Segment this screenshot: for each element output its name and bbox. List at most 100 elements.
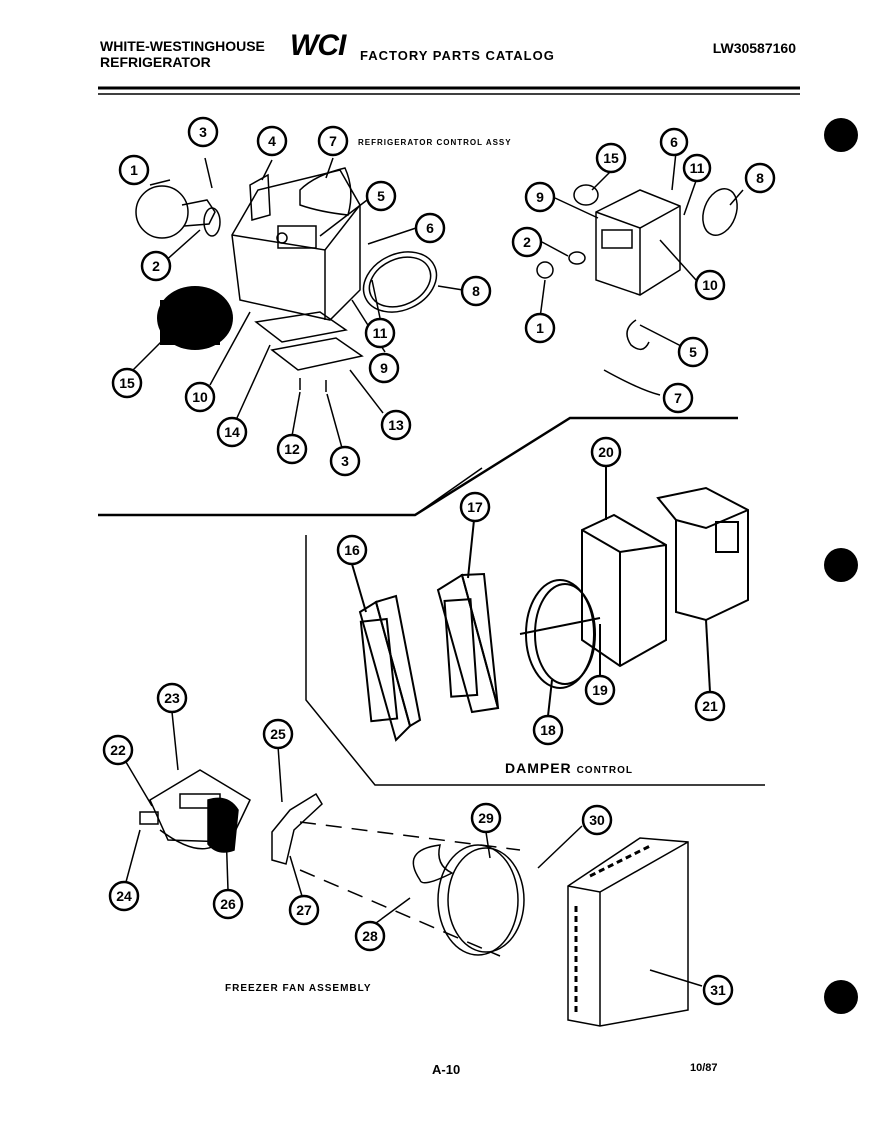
svg-text:23: 23	[164, 690, 180, 706]
catalog-title: FACTORY PARTS CATALOG	[360, 48, 555, 63]
svg-text:11: 11	[373, 325, 388, 341]
callout-27: 27	[288, 894, 320, 926]
svg-text:8: 8	[472, 283, 480, 299]
callout-r9: 9	[524, 181, 556, 213]
damper-control-assembly	[351, 466, 749, 742]
svg-text:12: 12	[284, 441, 300, 457]
svg-text:15: 15	[603, 150, 619, 166]
callout-3b: 3	[329, 445, 361, 477]
callout-17: 17	[459, 491, 491, 523]
callout-5: 5	[365, 180, 397, 212]
svg-text:9: 9	[380, 360, 388, 376]
brand-line-2: REFRIGERATOR	[100, 54, 211, 70]
svg-text:27: 27	[296, 902, 312, 918]
caption-freezer-fan: FREEZER FAN ASSEMBLY	[225, 983, 372, 994]
svg-text:2: 2	[523, 234, 531, 250]
callout-r5: 5	[677, 336, 709, 368]
svg-text:5: 5	[377, 188, 385, 204]
callout-r8: 8	[744, 162, 776, 194]
callout-29: 29	[470, 802, 502, 834]
callout-r7: 7	[662, 382, 694, 414]
svg-text:10: 10	[702, 277, 718, 293]
callout-4: 4	[256, 125, 288, 157]
section-dividers	[98, 416, 765, 786]
svg-text:21: 21	[702, 698, 718, 714]
svg-text:5: 5	[689, 344, 697, 360]
svg-text:6: 6	[670, 134, 678, 150]
svg-text:31: 31	[710, 982, 726, 998]
alternate-control-assembly	[536, 151, 744, 396]
callout-26: 26	[212, 888, 244, 920]
callout-2: 2	[140, 250, 172, 282]
callout-3: 3	[187, 116, 219, 148]
callout-r2: 2	[511, 226, 543, 258]
punch-hole-bottom	[824, 980, 858, 1014]
svg-text:1: 1	[536, 320, 544, 336]
svg-text:29: 29	[478, 810, 494, 826]
svg-text:24: 24	[116, 888, 132, 904]
callout-r1: 1	[524, 312, 556, 344]
svg-text:16: 16	[344, 542, 360, 558]
svg-text:6: 6	[426, 220, 434, 236]
svg-text:7: 7	[329, 133, 337, 149]
svg-text:3: 3	[341, 453, 349, 469]
svg-text:15: 15	[119, 375, 135, 391]
callout-10: 10	[184, 381, 216, 413]
callout-13: 13	[380, 409, 412, 441]
svg-text:18: 18	[540, 722, 556, 738]
callout-9: 9	[368, 352, 400, 384]
callout-r10: 10	[694, 269, 726, 301]
freezer-fan-assembly	[125, 711, 703, 1027]
callout-19: 19	[584, 674, 616, 706]
callouts: 1 2 3 4 7 5 6 8 11 9 15 10 14 12 3 13 15…	[102, 116, 776, 1006]
svg-text:1: 1	[130, 162, 138, 178]
callout-25: 25	[262, 718, 294, 750]
brand-line-1: WHITE-WESTINGHOUSE	[100, 38, 265, 54]
svg-text:25: 25	[270, 726, 286, 742]
svg-text:30: 30	[589, 812, 605, 828]
refrigerator-control-assembly	[132, 157, 464, 449]
svg-text:22: 22	[110, 742, 126, 758]
svg-text:17: 17	[467, 499, 483, 515]
svg-text:2: 2	[152, 258, 160, 274]
callout-r11: 11	[682, 153, 712, 183]
svg-text:11: 11	[690, 160, 705, 176]
punch-hole-middle	[824, 548, 858, 582]
callout-18: 18	[532, 714, 564, 746]
callout-16: 16	[336, 534, 368, 566]
callout-r6: 6	[659, 127, 689, 157]
svg-text:4: 4	[268, 133, 276, 149]
caption-damper-control: DAMPER CONTROL	[505, 760, 633, 776]
brand-block: WHITE-WESTINGHOUSE REFRIGERATOR	[100, 38, 265, 70]
page-number: A-10	[432, 1062, 461, 1077]
callout-20: 20	[590, 436, 622, 468]
svg-text:8: 8	[756, 170, 764, 186]
punch-hole-top	[824, 118, 858, 152]
callout-1: 1	[118, 154, 150, 186]
model-number: LW30587160	[712, 40, 796, 56]
callout-14: 14	[216, 416, 248, 448]
svg-text:10: 10	[192, 389, 208, 405]
callout-22: 22	[102, 734, 134, 766]
callout-24: 24	[108, 880, 140, 912]
light-bulb-drawing	[135, 185, 189, 239]
callout-7: 7	[317, 125, 349, 157]
callout-6: 6	[414, 212, 446, 244]
caption-damper-bold: DAMPER	[505, 760, 572, 776]
svg-text:14: 14	[224, 424, 240, 440]
caption-damper-rest: CONTROL	[576, 765, 634, 776]
svg-text:19: 19	[592, 682, 608, 698]
svg-text:13: 13	[388, 417, 404, 433]
fan-motor-silhouette	[157, 286, 233, 350]
svg-text:28: 28	[362, 928, 378, 944]
caption-refrigerator-control: REFRIGERATOR CONTROL ASSY	[358, 138, 512, 147]
svg-text:9: 9	[536, 189, 544, 205]
callout-12: 12	[276, 433, 308, 465]
callout-31: 31	[702, 974, 734, 1006]
callout-28: 28	[354, 920, 386, 952]
svg-text:7: 7	[674, 390, 682, 406]
callout-8: 8	[460, 275, 492, 307]
callout-23: 23	[156, 682, 188, 714]
